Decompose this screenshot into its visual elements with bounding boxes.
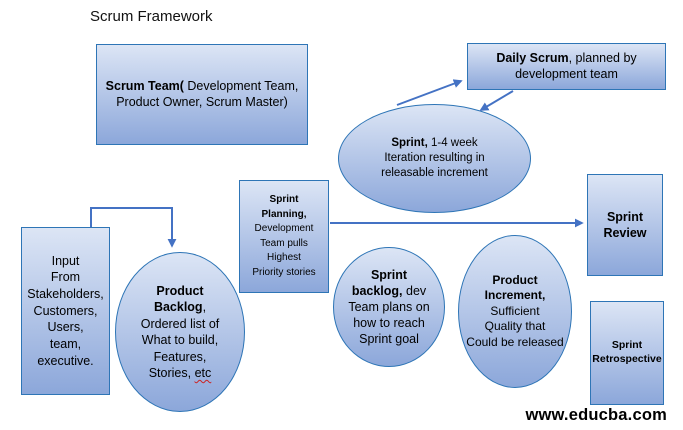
page-title: Scrum Framework [90,8,213,25]
connector-daily-scrum-to-sprint [479,90,514,111]
educba-watermark: www.educba.com [525,406,667,424]
connector-sprint-to-daily-scrum [396,79,463,106]
scrum-team-node: Scrum Team( Development Team,Product Own… [96,44,308,145]
scrum-team-text: Scrum Team( Development Team,Product Own… [105,78,299,109]
